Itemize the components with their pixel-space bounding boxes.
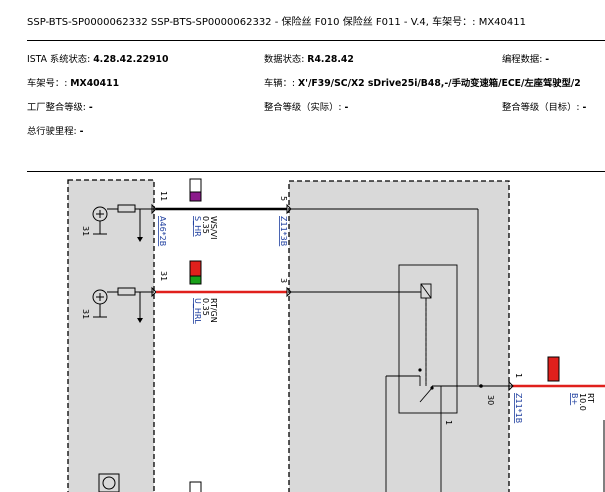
connector-z11-1b-link[interactable]: Z11*1B	[514, 393, 523, 423]
data-status-value: R4.28.42	[307, 54, 354, 65]
wire-size-supply: 10.0	[578, 393, 587, 411]
junction-node	[479, 384, 483, 388]
actual-integration-level: 整合等级（实际）: -	[264, 99, 348, 113]
target-integration-level: 整合等级（目标）: -	[502, 99, 586, 113]
diagram-divider	[27, 171, 605, 172]
programming-data-label: 编程数据:	[502, 54, 546, 65]
signal-s-hr-link[interactable]: S_HR	[193, 216, 202, 237]
sensor-2	[92, 286, 157, 323]
sensor-1	[92, 203, 157, 242]
right-module-internals	[291, 208, 512, 492]
ista-status: ISTA 系统状态: 4.28.42.22910	[27, 51, 169, 65]
wire-color-swatch-white	[189, 178, 202, 193]
sensor-1-ground-label: 31	[81, 226, 90, 236]
document-title: SSP-BTS-SP0000062332 SSP-BTS-SP000006233…	[27, 17, 526, 28]
wire-color-swatch-bottom	[189, 481, 202, 492]
total-mileage: 总行驶里程: -	[27, 123, 83, 137]
wire-size-mid: 0.35	[201, 298, 210, 316]
vehicle: 车辆：: X'/F39/SC/X2 sDrive25i/B48,-/手动变速箱/…	[264, 75, 581, 89]
wire-color-swatch-violet	[189, 191, 202, 202]
header-divider	[27, 40, 605, 41]
right-module-pin-30: 30	[486, 395, 495, 405]
signal-b-plus-link[interactable]: B+	[570, 393, 579, 405]
wire-color-swatch-red	[189, 260, 202, 277]
factory-integration-level: 工厂整合等级: -	[27, 99, 93, 113]
left-control-module	[67, 179, 155, 492]
relay-contact-1	[418, 368, 422, 372]
wire-color-top: WS/VI	[209, 216, 218, 240]
wire-color-supply: RT	[586, 393, 595, 403]
wire-color-mid: RT/GN	[209, 298, 218, 323]
right-pin-top: 5	[279, 196, 288, 201]
signal-u-hrl-link[interactable]: U_HRL	[193, 298, 202, 324]
actual-integration-value: -	[344, 102, 349, 113]
factory-integration-label: 工厂整合等级:	[27, 102, 89, 113]
connector-a46-link[interactable]: A46*2B	[158, 216, 167, 246]
programming-data: 编程数据: -	[502, 51, 549, 65]
connector-z11-3b-link[interactable]: Z11*3B	[279, 216, 288, 246]
data-status: 数据状态: R4.28.42	[264, 51, 354, 65]
total-mileage-label: 总行驶里程:	[27, 126, 80, 137]
vehicle-label: 车辆：:	[264, 78, 298, 89]
left-pin-mid: 31	[159, 271, 168, 281]
vehicle-value: X'/F39/SC/X2 sDrive25i/B48,-/手动变速箱/ECE/左…	[297, 78, 581, 89]
wire-color-swatch-rt	[547, 356, 560, 382]
wire-size-top: 0.35	[201, 216, 210, 234]
right-module-pin-1: 1	[444, 420, 453, 425]
supply-pin: 1	[514, 373, 523, 378]
programming-data-value: -	[545, 54, 550, 65]
ista-status-label: ISTA 系统状态:	[27, 54, 94, 65]
bottom-component	[98, 473, 120, 492]
vin: 车架号：: MX40411	[27, 75, 119, 89]
vin-label: 车架号：:	[27, 78, 71, 89]
factory-integration-value: -	[88, 102, 93, 113]
target-integration-value: -	[582, 102, 587, 113]
right-pin-mid: 3	[279, 278, 288, 283]
bottom-component-symbol	[102, 476, 116, 490]
relay-contact-2	[430, 386, 434, 390]
vin-value: MX40411	[70, 78, 120, 89]
data-status-label: 数据状态:	[264, 54, 308, 65]
sensor-2-ground-label: 31	[81, 309, 90, 319]
left-pin-top: 11	[159, 191, 168, 201]
target-integration-label: 整合等级（目标）:	[502, 102, 583, 113]
wire-color-swatch-green	[189, 275, 202, 285]
ista-status-value: 4.28.42.22910	[93, 54, 169, 65]
actual-integration-label: 整合等级（实际）:	[264, 102, 345, 113]
total-mileage-value: -	[79, 126, 84, 137]
